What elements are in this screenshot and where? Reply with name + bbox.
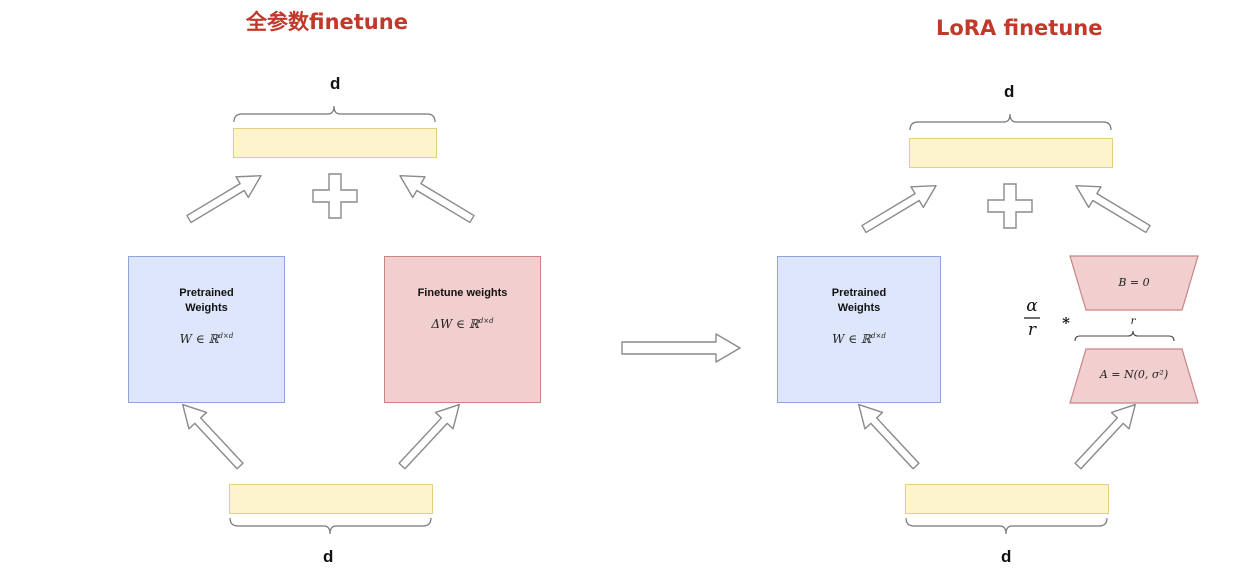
- right-bottom-dim-label: d: [1001, 547, 1012, 566]
- right-input-vector: [905, 484, 1109, 514]
- scale-denominator: r: [1027, 320, 1037, 340]
- left-arrow-input-to-finetune: [392, 395, 469, 475]
- left-top-dim-label: d: [330, 74, 341, 93]
- left-bottom-dim-label: d: [323, 547, 334, 566]
- left-top-brace: [233, 105, 436, 123]
- a-matrix-label: A = N(0, σ²): [1099, 368, 1169, 381]
- right-pretrained-weights-box: Pretrained Weights W ∈ ℝd×d: [777, 256, 941, 403]
- right-pretrained-formula: W ∈ ℝd×d: [832, 332, 886, 346]
- left-arrow-input-to-pretrained: [173, 395, 250, 475]
- right-arrow-lora-to-output: [1069, 174, 1155, 240]
- right-plus-icon: [987, 183, 1033, 229]
- left-input-vector: [229, 484, 433, 514]
- transition-arrow-icon: [621, 333, 741, 363]
- right-output-vector: [909, 138, 1113, 168]
- left-finetune-weights-box: Finetune weights ΔW ∈ ℝd×d: [384, 256, 541, 403]
- right-top-brace: [909, 113, 1112, 131]
- left-output-vector: [233, 128, 437, 158]
- b-matrix-label: B = 0: [1118, 276, 1150, 289]
- a-matrix-trapezoid: [1069, 348, 1199, 404]
- left-pretrained-formula: W ∈ ℝd×d: [179, 332, 234, 346]
- left-plus-icon: [312, 173, 358, 219]
- full-finetune-title: 全参数finetune: [246, 10, 408, 34]
- right-arrow-input-to-lora: [1068, 395, 1145, 475]
- left-finetune-weights-label: Finetune weights: [417, 287, 508, 299]
- right-top-dim-label: d: [1004, 82, 1015, 101]
- lora-finetune-title: LoRA finetune: [936, 16, 1103, 40]
- right-arrow-pretrained-to-output: [857, 174, 943, 240]
- scale-numerator: α: [1026, 296, 1038, 316]
- rank-brace: [1074, 330, 1175, 342]
- multiply-sign: *: [1062, 314, 1070, 332]
- right-arrow-input-to-pretrained: [849, 395, 926, 475]
- left-finetune-formula: ΔW ∈ ℝd×d: [431, 317, 494, 331]
- left-pretrained-weights-box: Pretrained Weights W ∈ ℝd×d: [128, 256, 285, 403]
- right-pretrained-weights-label: Pretrained Weights: [831, 287, 887, 314]
- left-arrow-finetune-to-output: [393, 164, 479, 230]
- right-bottom-brace: [905, 517, 1108, 535]
- left-arrow-pretrained-to-output: [182, 164, 268, 230]
- rank-label: r: [1130, 316, 1136, 327]
- left-pretrained-weights-label: Pretrained Weights: [179, 287, 234, 314]
- b-matrix-trapezoid: [1069, 255, 1199, 311]
- left-bottom-brace: [229, 517, 432, 535]
